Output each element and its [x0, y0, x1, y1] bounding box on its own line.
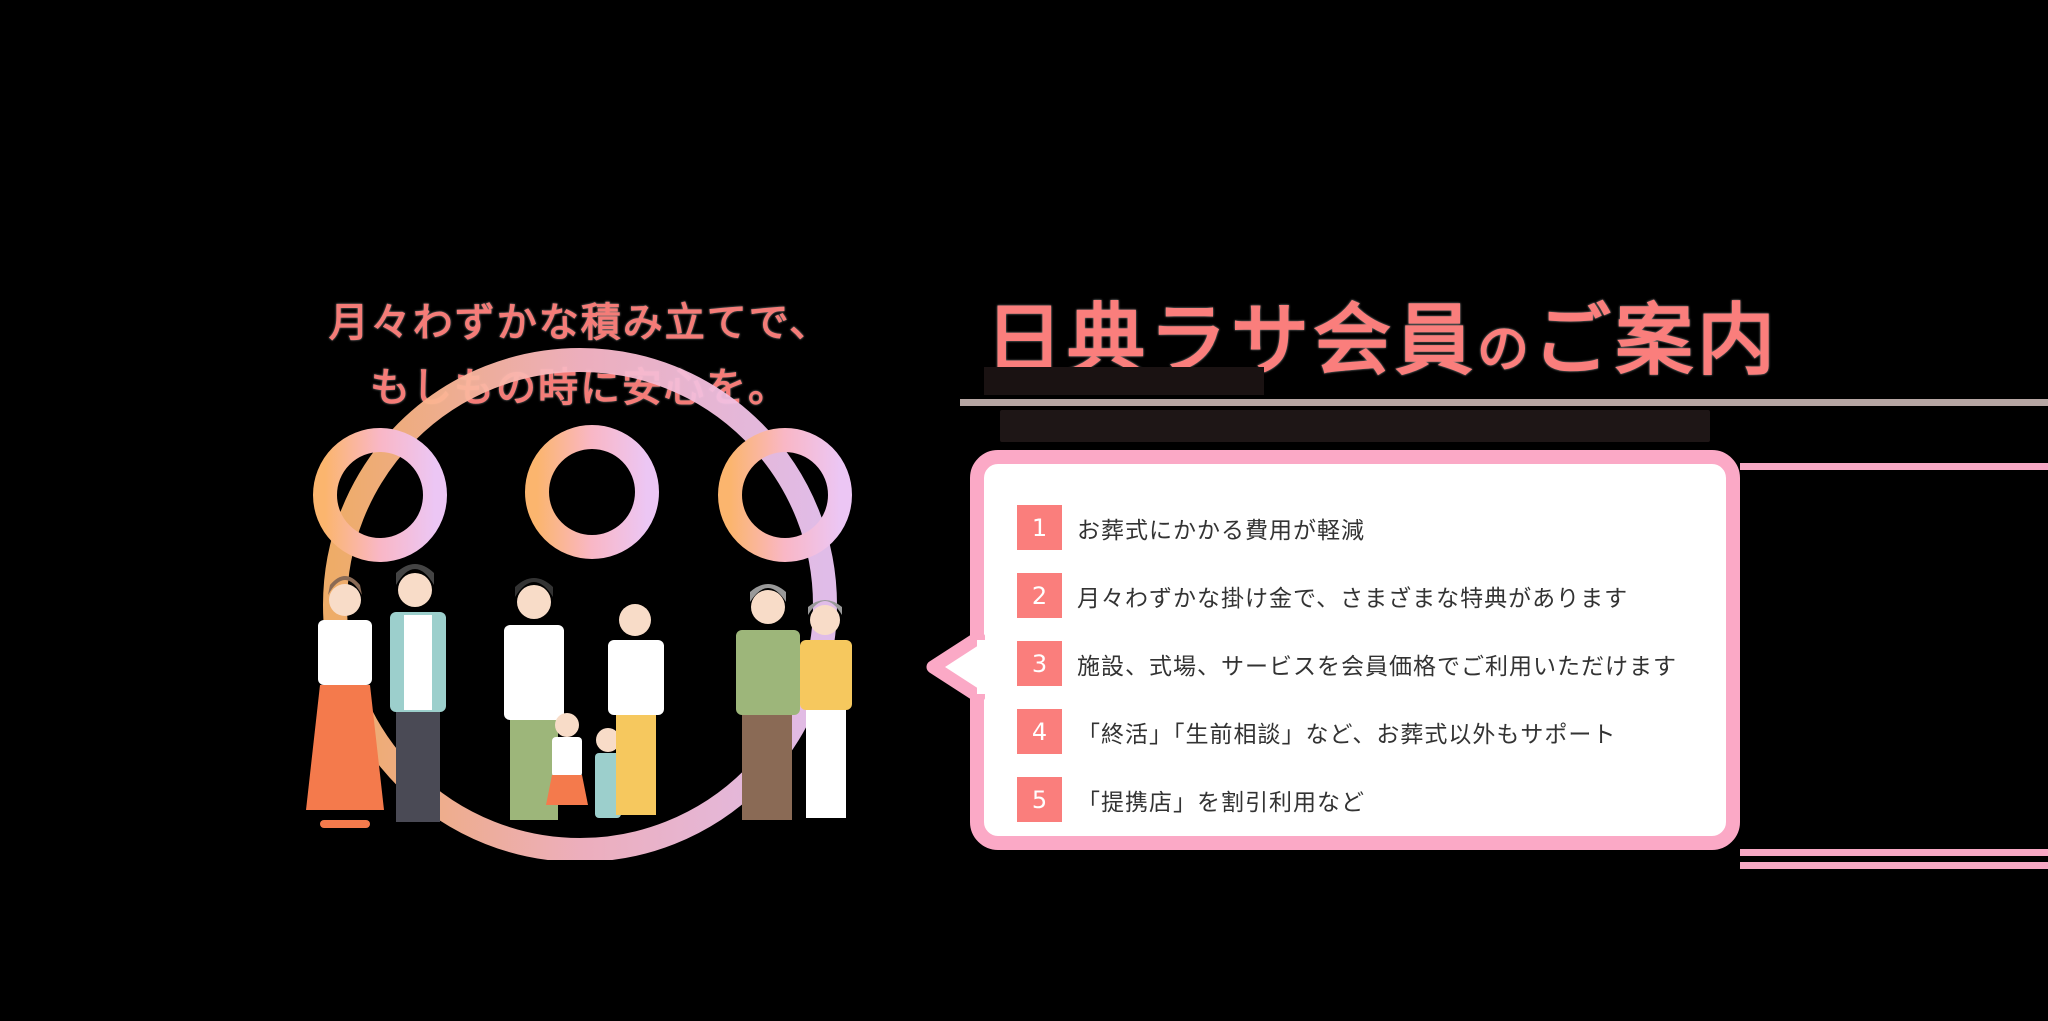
person-grandmother [800, 600, 852, 818]
small-ring-right [718, 428, 852, 562]
benefit-text: 月々わずかな掛け金で、さまざまな特典があります [1077, 585, 1629, 612]
benefit-text: お葬式にかかる費用が軽減 [1077, 517, 1365, 544]
person-grandfather [736, 584, 800, 820]
benefit-item-4: 4 「終活」「生前相談」など、お葬式以外もサポート [1017, 709, 1677, 754]
number-badge: 5 [1017, 777, 1062, 822]
number-badge: 2 [1017, 573, 1062, 618]
benefits-list: 1 お葬式にかかる費用が軽減 2 月々わずかな掛け金で、さまざまな特典があります… [1017, 505, 1677, 845]
benefits-box [970, 450, 1740, 850]
benefit-text: 施設、式場、サービスを会員価格でご利用いただけます [1077, 653, 1677, 680]
catchcopy-line-1: 月々わずかな積み立てで、 [328, 300, 832, 346]
benefit-item-2: 2 月々わずかな掛け金で、さまざまな特典があります [1017, 573, 1677, 618]
small-ring-left [313, 428, 447, 562]
divider-pink-bottom-1 [1740, 849, 2048, 856]
divider-pink-bottom-2 [1740, 862, 2048, 869]
subtitle-text-illegible [1000, 410, 1710, 442]
person-father [504, 578, 564, 820]
number-badge: 4 [1017, 709, 1062, 754]
benefit-text: 「終活」「生前相談」など、お葬式以外もサポート [1077, 721, 1617, 748]
divider-pink-top [1740, 463, 2048, 470]
benefit-item-1: 1 お葬式にかかる費用が軽減 [1017, 505, 1677, 550]
small-ring-center [525, 425, 659, 559]
title-particle: の [1477, 320, 1534, 380]
person-girl [546, 713, 588, 805]
number-badge: 1 [1017, 505, 1062, 550]
person-boy [595, 728, 621, 818]
person-man-glasses [390, 564, 446, 822]
divider-gray [960, 399, 2048, 406]
title-suffix: ご案内 [1533, 296, 1780, 386]
benefit-item-5: 5 「提携店」を割引利用など [1017, 777, 1677, 822]
benefit-text: 「提携店」を割引利用など [1077, 789, 1365, 816]
family-illustration [306, 348, 852, 860]
subtitle-label-illegible [984, 367, 1264, 395]
benefit-item-3: 3 施設、式場、サービスを会員価格でご利用いただけます [1017, 641, 1677, 686]
number-badge: 3 [1017, 641, 1062, 686]
speech-bubble-tail [926, 632, 985, 702]
person-mother [608, 604, 664, 815]
person-woman-left [306, 576, 384, 828]
